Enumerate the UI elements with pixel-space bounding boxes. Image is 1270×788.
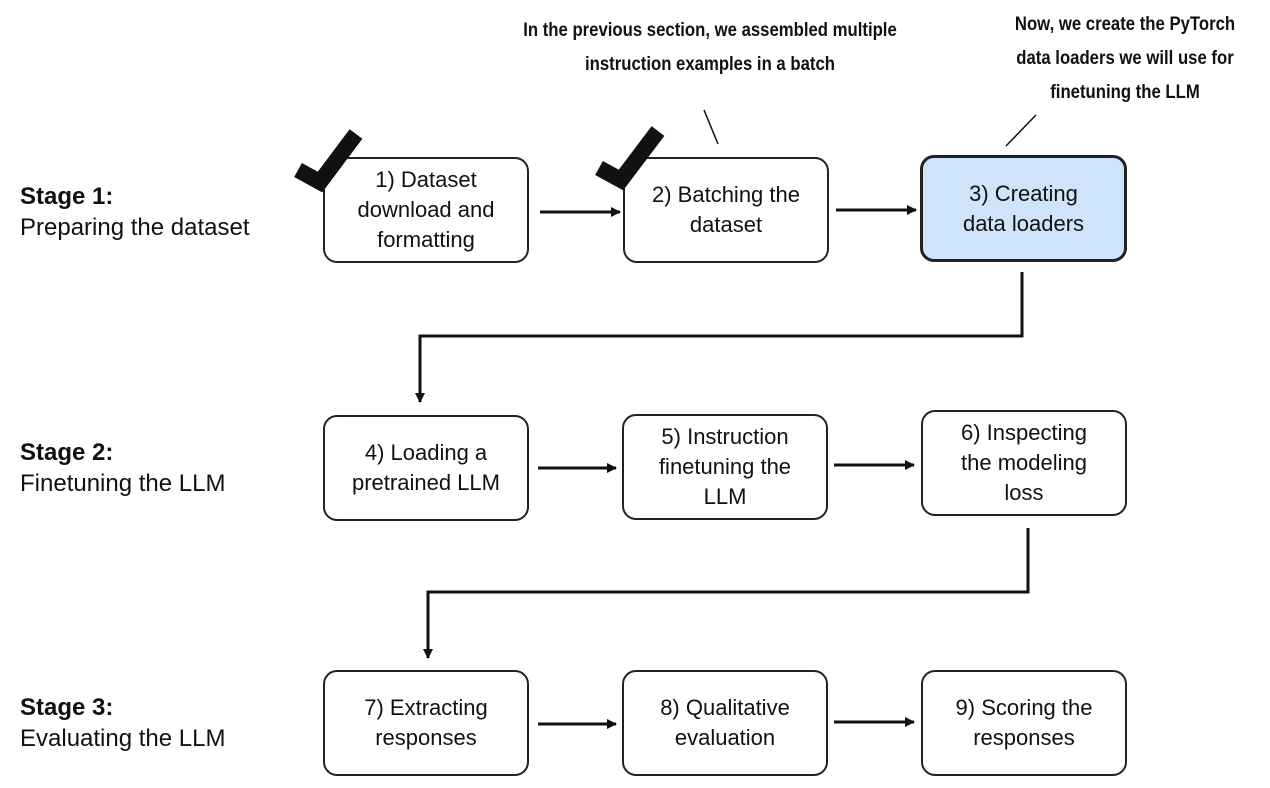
stage-3-label: Stage 3: Evaluating the LLM bbox=[20, 692, 225, 754]
step-8-box: 8) Qualitative evaluation bbox=[622, 670, 828, 776]
step-label: 3) Creating data loaders bbox=[962, 180, 1085, 236]
stage-description: Preparing the dataset bbox=[20, 214, 250, 241]
connector-stage2-to-stage3 bbox=[423, 528, 1030, 659]
step-6-box: 6) Inspecting the modeling loss bbox=[921, 410, 1127, 516]
stage-description: Finetuning the LLM bbox=[20, 470, 226, 497]
step-5-box: 5) Instruction finetuning the LLM bbox=[622, 414, 828, 520]
step-3-box: 3) Creating data loaders bbox=[920, 155, 1127, 262]
stage-title: Stage 2: bbox=[20, 439, 114, 466]
step-label: 2) Batching the dataset bbox=[652, 182, 800, 237]
step-label: 6) Inspecting the modeling loss bbox=[961, 420, 1087, 505]
step-1-box: 1) Dataset download and formatting bbox=[323, 157, 529, 263]
step-label: 8) Qualitative evaluation bbox=[660, 695, 790, 750]
step-label: 9) Scoring the responses bbox=[955, 695, 1093, 750]
annotation-current-section: Now, we create the PyTorch data loaders … bbox=[1014, 14, 1236, 103]
stage-title: Stage 1: bbox=[20, 183, 114, 210]
step-4-box: 4) Loading a pretrained LLM bbox=[323, 415, 529, 521]
connector-stage1-to-stage2 bbox=[415, 272, 1024, 403]
annotation-previous-section: In the previous section, we assembled mu… bbox=[523, 20, 897, 75]
checkmark-icon bbox=[595, 126, 665, 191]
checkmark-icon bbox=[294, 129, 363, 193]
stage-description: Evaluating the LLM bbox=[20, 725, 226, 752]
stage-1-label: Stage 1: Preparing the dataset bbox=[20, 181, 250, 243]
step-label: 4) Loading a pretrained LLM bbox=[352, 440, 500, 495]
step-9-box: 9) Scoring the responses bbox=[921, 670, 1127, 776]
step-2-box: 2) Batching the dataset bbox=[623, 157, 829, 263]
stage-2-label: Stage 2: Finetuning the LLM bbox=[20, 437, 225, 499]
step-label: 1) Dataset download and formatting bbox=[357, 167, 495, 252]
pointer-current-section bbox=[1005, 114, 1037, 147]
step-label: 7) Extracting responses bbox=[364, 695, 488, 750]
step-label: 5) Instruction finetuning the LLM bbox=[658, 424, 792, 509]
step-7-box: 7) Extracting responses bbox=[323, 670, 529, 776]
stage-title: Stage 3: bbox=[20, 694, 114, 721]
pointer-previous-section bbox=[703, 109, 719, 145]
